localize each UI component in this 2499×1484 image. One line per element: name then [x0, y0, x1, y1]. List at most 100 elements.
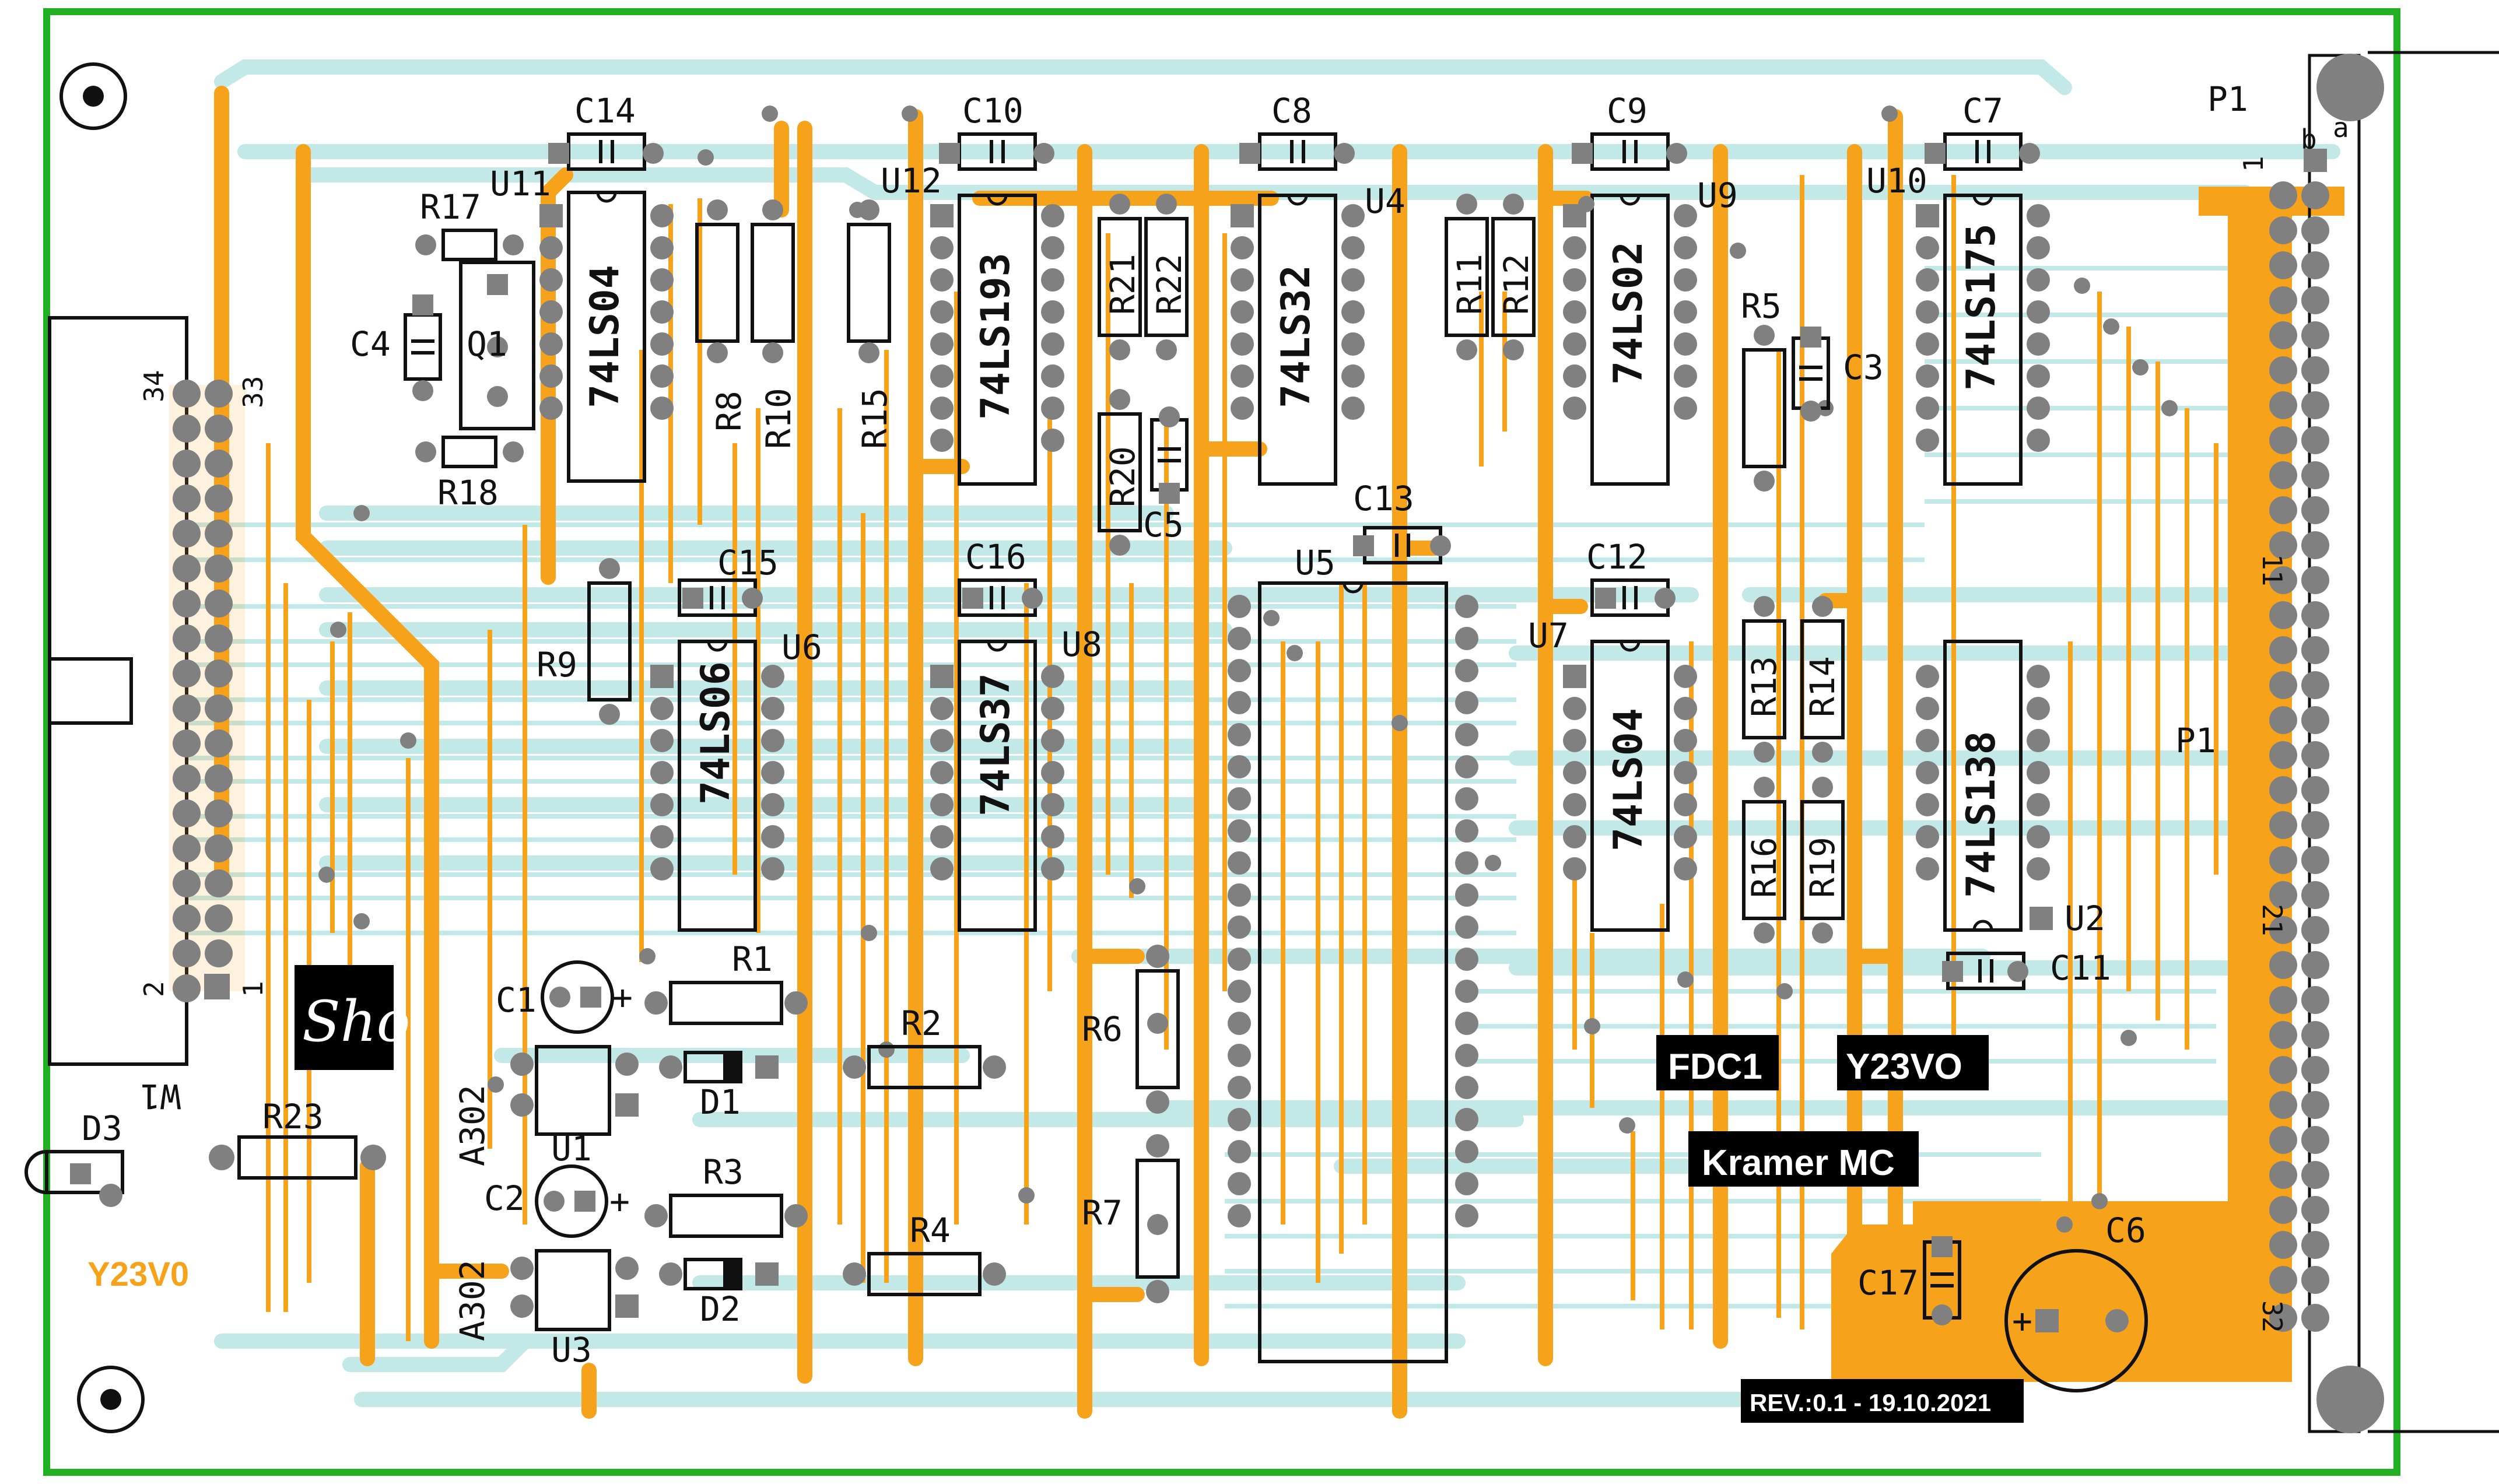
ic-u6: 74LS06 U6 [678, 627, 822, 932]
ic-u8: 74LS37 U8 [958, 625, 1102, 932]
u9-part: 74LS02 [1606, 241, 1652, 385]
p1-label-mid: P1 [2175, 721, 2216, 760]
ic-u2: 74LS138 U2 [1943, 640, 2105, 938]
capacitor-c14: C14 [548, 91, 664, 171]
c1-plus: + [612, 977, 633, 1017]
u5-ref: U5 [1295, 543, 1336, 583]
c14-label: C14 [574, 91, 636, 131]
capacitor-c5: C5 [1143, 406, 1189, 545]
u1-part-label: A302 [453, 1085, 492, 1166]
capacitor-c3: C3 [1792, 327, 1884, 422]
board-outline [43, 8, 2400, 1476]
u4-part: 74LS32 [1273, 265, 1319, 408]
w1-pin-2-label: 2 [138, 981, 170, 997]
c2-label: C2 [484, 1178, 525, 1218]
y23vo-label-bg [1837, 1035, 1989, 1090]
r5-label: R5 [1741, 286, 1782, 326]
ic-u4: 74LS32 U4 [1258, 181, 1406, 486]
c15-label: C15 [717, 543, 779, 583]
capacitor-c17: C17 [1857, 1236, 1961, 1325]
capacitor-c7: C7 [1925, 91, 2040, 171]
r17-label: R17 [420, 187, 481, 227]
c1-label: C1 [496, 980, 537, 1020]
r9-label: R9 [537, 645, 577, 685]
u10-part: 74LS175 [1958, 223, 2004, 391]
u3-label: U3 [551, 1330, 592, 1370]
u8-ref: U8 [1061, 625, 1102, 664]
c2-plus: + [609, 1181, 630, 1221]
u4-ref: U4 [1365, 181, 1406, 221]
ic-pin-pads [539, 204, 2053, 1227]
connector-p1: P1 P1 a b 1 11 21 32 [2175, 51, 2499, 1433]
u9-ref: U9 [1697, 176, 1738, 215]
capacitor-c10: C10 [939, 91, 1054, 171]
ic-u11: 74LS04 U11 [490, 164, 646, 483]
capacitor-c8: C8 [1239, 91, 1355, 171]
u7-part: 74LS04 [1606, 708, 1652, 851]
p1-label-top: P1 [2207, 79, 2248, 119]
r2-label: R2 [901, 1004, 942, 1043]
c4-label: C4 [350, 324, 391, 364]
u2-part: 74LS138 [1958, 731, 2004, 898]
r22-label: R22 [1149, 254, 1189, 315]
capacitor-c11: C11 [1942, 948, 2111, 990]
ic-u7: 74LS04 U7 [1528, 616, 1670, 932]
capacitor-c13: C13 [1353, 479, 1451, 564]
board-copper-text: Y23V0 [87, 1255, 189, 1293]
diode-d1: D1 [659, 1051, 779, 1122]
r16-label: R16 [1744, 837, 1784, 898]
fdc-label: FDC1 [1668, 1047, 1762, 1087]
fdc-label-bg [1656, 1035, 1779, 1090]
r14-label: R14 [1803, 656, 1842, 717]
u12-part: 74LS193 [973, 252, 1019, 420]
c13-label: C13 [1353, 479, 1414, 518]
p1-row-b-label: b [2301, 124, 2317, 155]
c8-label: C8 [1271, 91, 1312, 131]
r4-label: R4 [910, 1211, 951, 1250]
resistor-labels: R17 R18 R8 R10 R15 R21 R22 R11 R12 R20 R… [262, 187, 1842, 1250]
power-pour [1831, 198, 2292, 1382]
signature-logo: Sho [302, 989, 410, 1054]
capacitor-c15: C15 [678, 543, 779, 617]
c11-label: C11 [2050, 948, 2111, 988]
signature-logo-bg [295, 965, 394, 1070]
u6-part: 74LS06 [693, 661, 739, 805]
w1-label: W1 [140, 1076, 181, 1116]
led-d3: D3 [24, 1108, 124, 1207]
c5-label: C5 [1143, 505, 1184, 545]
c7-label: C7 [1962, 91, 2003, 131]
c12-label: C12 [1586, 537, 1648, 577]
capacitor-c2: + C2 [484, 1164, 630, 1238]
transistor-q1: Q1 [459, 261, 535, 430]
w1-pin-34-label: 34 [138, 370, 170, 402]
u1-label: U1 [551, 1129, 592, 1169]
u12-ref: U12 [881, 161, 942, 201]
u3-part-label: A302 [453, 1260, 492, 1341]
p1-pin-21-label: 21 [2256, 904, 2288, 936]
mounting-hole-top-left [59, 62, 127, 130]
d1-label: D1 [700, 1082, 741, 1122]
optocoupler-u3: U3 A302 [453, 1249, 639, 1370]
u7-ref: U7 [1528, 616, 1569, 655]
u8-part: 74LS37 [973, 673, 1019, 816]
capacitor-c1: + C1 [496, 960, 633, 1034]
ic-u5: U5 [1258, 543, 1448, 1363]
q1-label: Q1 [467, 324, 507, 364]
u10-ref: U10 [1866, 161, 1927, 201]
mounting-hole-bottom-left [77, 1366, 145, 1433]
u11-ref: U11 [490, 164, 551, 204]
diode-d2: D2 [659, 1258, 779, 1329]
c10-label: C10 [962, 91, 1024, 131]
r21-label: R21 [1103, 254, 1142, 315]
p1-pin-32-label: 32 [2256, 1300, 2288, 1332]
u2-ref: U2 [2065, 899, 2105, 938]
kramer-label: Kramer MC [1702, 1143, 1895, 1183]
revision-label: REV.:0.1 - 19.10.2021 [1750, 1389, 1991, 1416]
r19-label: R19 [1803, 837, 1842, 898]
capacitor-c4: C4 [350, 294, 442, 401]
r13-label: R13 [1744, 656, 1784, 717]
r12-label: R12 [1496, 254, 1536, 315]
c6-label: C6 [2105, 1211, 2146, 1250]
p1-pin-1-label: 1 [2238, 156, 2269, 172]
